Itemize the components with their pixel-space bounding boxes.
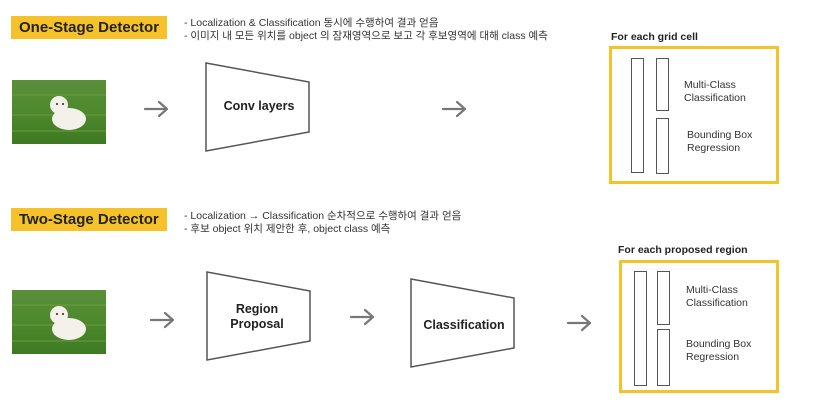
- two-stage-description: - Localization → Classification 순차적으로 수행…: [184, 210, 461, 236]
- two-stage-output-title: For each proposed region: [618, 244, 748, 256]
- one-stage-bullet-1: - Localization & Classification 동시에 수행하여…: [184, 17, 439, 29]
- right-arrow-icon: [566, 314, 592, 332]
- region-proposal-label: Region Proposal: [230, 302, 284, 331]
- regression-bar: [657, 329, 670, 386]
- two-stage-title: Two-Stage Detector: [11, 208, 167, 231]
- classification-label: Classification: [423, 318, 505, 332]
- right-arrow-icon: [149, 311, 175, 329]
- one-stage-title: One-Stage Detector: [11, 16, 168, 39]
- one-stage-description: - Localization & Classification 동시에 수행하여…: [184, 17, 548, 43]
- one-stage-regression-label: Bounding Box Regression: [687, 129, 753, 154]
- one-stage-output-title: For each grid cell: [611, 31, 698, 43]
- one-stage-classification-label: Multi-Class Classification: [684, 79, 746, 104]
- dog-photo: [12, 80, 106, 144]
- two-stage-regression-label: Bounding Box Regression: [686, 338, 752, 363]
- two-stage-classification-label: Multi-Class Classification: [686, 284, 748, 309]
- one-stage-output-box: Multi-Class Classification Bounding Box …: [609, 46, 779, 184]
- one-stage-bullet-2: - 이미지 내 모든 위치를 object 의 잠재영역으로 보고 각 후보영역…: [184, 30, 548, 42]
- two-stage-output-box: Multi-Class Classification Bounding Box …: [619, 260, 779, 393]
- feature-bar: [634, 271, 647, 386]
- classification-block: [410, 278, 515, 368]
- right-arrow-icon: [143, 100, 169, 118]
- region-proposal-block: [206, 271, 311, 361]
- regression-bar: [656, 118, 669, 174]
- classification-bar: [656, 58, 669, 111]
- two-stage-bullet-1: - Localization → Classification 순차적으로 수행…: [184, 210, 462, 222]
- two-stage-bullet-2: - 후보 object 위치 제안한 후, object class 예측: [184, 223, 391, 235]
- conv-layers-block: [205, 62, 310, 152]
- classification-bar: [657, 271, 670, 325]
- feature-bar: [631, 58, 644, 173]
- right-arrow-icon: [441, 100, 467, 118]
- dog-photo: [12, 290, 106, 354]
- right-arrow-icon: [349, 308, 375, 326]
- conv-layers-label: Conv layers: [223, 99, 295, 113]
